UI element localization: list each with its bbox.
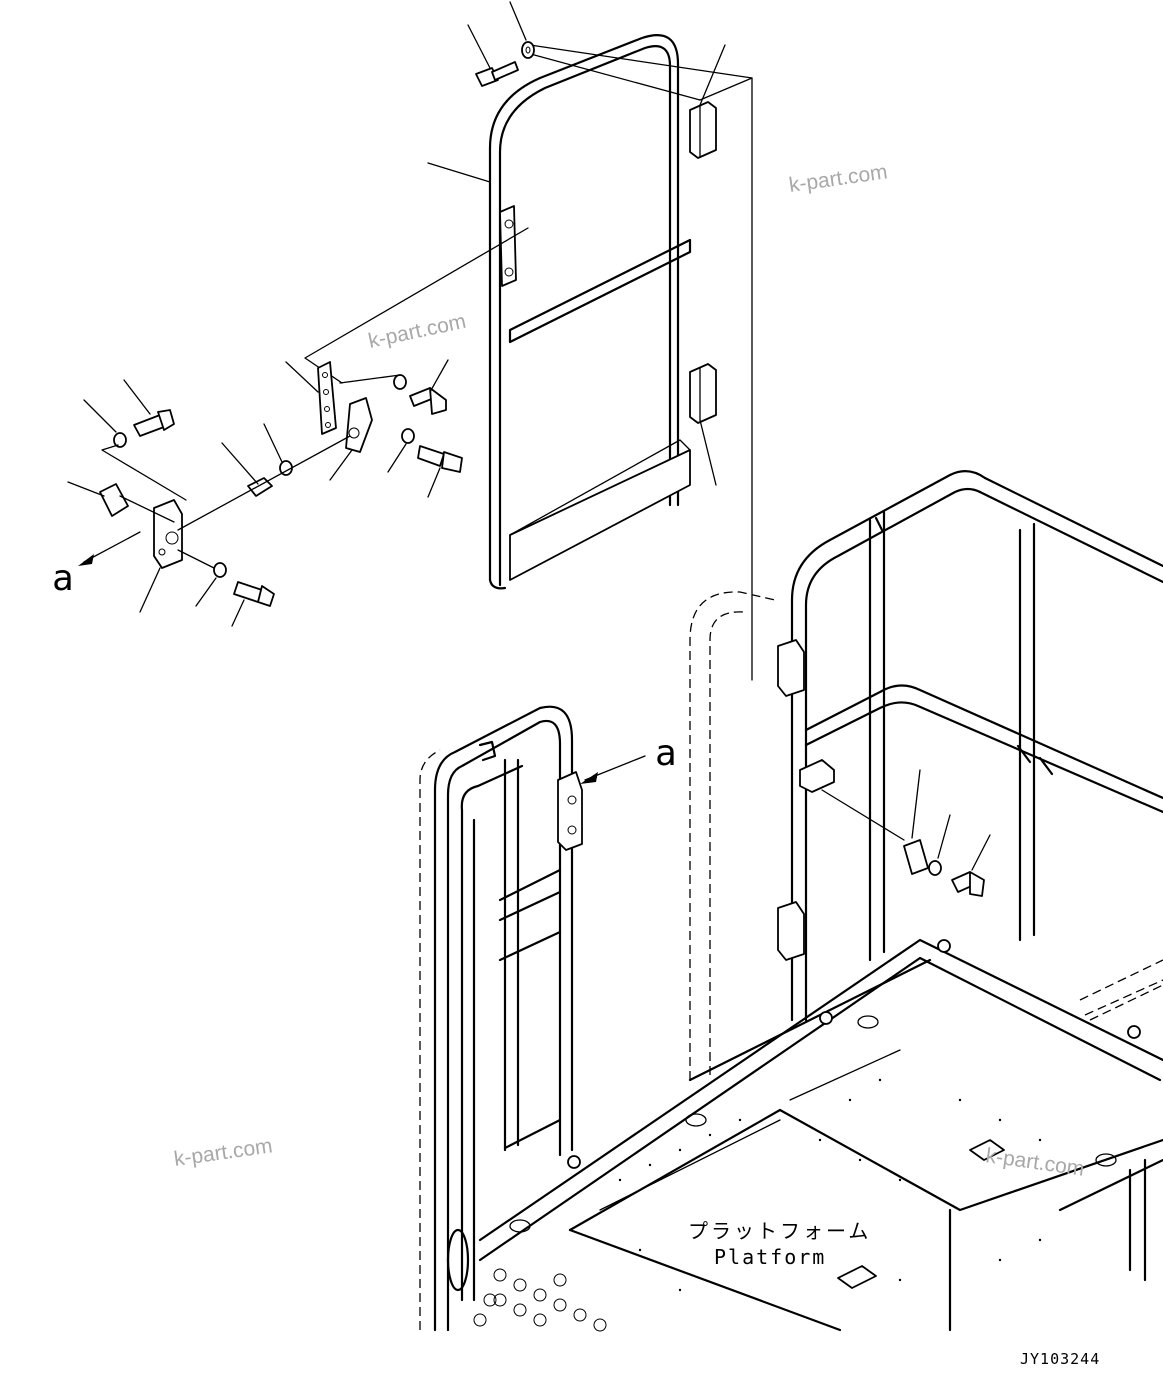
top-bolt bbox=[467, 24, 519, 87]
gate-frame bbox=[488, 34, 717, 590]
detail-a-callout-right: a bbox=[655, 733, 677, 774]
watermark: k-part.com bbox=[984, 1144, 1085, 1181]
watermark: k-part.com bbox=[172, 1134, 273, 1171]
leader-lines-gate bbox=[304, 44, 753, 681]
platform-label-jp: プラットフォーム bbox=[688, 1219, 871, 1243]
bumper-parts bbox=[821, 769, 991, 897]
left-railing bbox=[419, 705, 583, 1332]
platform-label-en: Platform bbox=[714, 1245, 826, 1269]
right-railing bbox=[689, 470, 1163, 1080]
watermark: k-part.com bbox=[787, 160, 888, 197]
detail-a-callout-left: a bbox=[52, 558, 74, 599]
platform-floor bbox=[473, 938, 1163, 1332]
drawing-code: JY103244 bbox=[1020, 1350, 1100, 1368]
latch-parts bbox=[67, 359, 463, 627]
top-washer bbox=[509, 1, 535, 59]
watermark: k-part.com bbox=[366, 310, 468, 353]
